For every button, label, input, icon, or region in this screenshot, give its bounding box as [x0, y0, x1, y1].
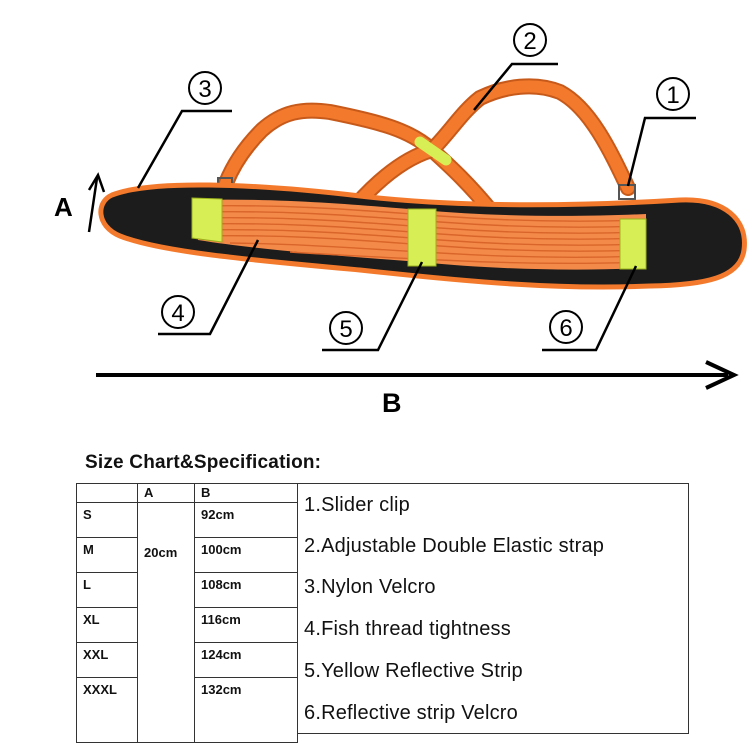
callout-2: 2 — [473, 23, 558, 111]
feature-item: 1.Slider clip — [304, 494, 410, 516]
a-value-cell: 20cm — [137, 502, 195, 743]
dimension-a-label: A — [54, 192, 73, 222]
header-size — [76, 483, 138, 503]
features-box: 1.Slider clip 2.Adjustable Double Elasti… — [297, 483, 689, 734]
feature-item: 3.Nylon Velcro — [304, 576, 436, 598]
callout-1-number: 1 — [666, 82, 679, 109]
product-diagram: A B 1 2 3 4 5 6 — [54, 23, 747, 418]
size-cell: XXXL — [76, 677, 138, 743]
dimension-b-arrow — [96, 360, 739, 390]
dimension-a-arrow — [87, 172, 106, 233]
size-table: A B S 20cm 92cm M 100cm L 108cm XL 116cm… — [76, 483, 298, 743]
feature-item: 6.Reflective strip Velcro — [304, 702, 518, 724]
dimension-b-label: B — [382, 388, 402, 418]
spec-title: Size Chart&Specification: — [85, 452, 322, 473]
table-row: S 20cm 92cm — [76, 502, 298, 743]
table-row: XXXL 132cm — [76, 677, 298, 743]
size-cell: XL — [76, 607, 138, 643]
b-value-cell: 116cm — [194, 607, 298, 643]
size-cell: XXL — [76, 642, 138, 678]
callout-5: 5 — [322, 261, 424, 352]
table-row: XL 116cm — [76, 607, 298, 643]
b-value-cell: 132cm — [194, 677, 298, 743]
b-value-cell: 124cm — [194, 642, 298, 678]
feature-item: 2.Adjustable Double Elastic strap — [304, 535, 605, 557]
size-cell: S — [76, 502, 138, 538]
feature-item: 5.Yellow Reflective Strip — [304, 660, 523, 682]
size-cell: M — [76, 537, 138, 573]
reflective-strip-left — [191, 197, 223, 243]
callout-4: 4 — [158, 239, 260, 336]
table-header-row: A B — [76, 483, 298, 503]
b-value-cell: 108cm — [194, 572, 298, 608]
callout-5-number: 5 — [339, 316, 352, 343]
callout-3-number: 3 — [198, 76, 211, 103]
size-cell: L — [76, 572, 138, 608]
callout-2-number: 2 — [523, 28, 536, 55]
feature-item: 4.Fish thread tightness — [304, 618, 511, 640]
b-value-cell: 92cm — [194, 502, 298, 538]
table-row: XXL 124cm — [76, 642, 298, 678]
reflective-strip-center — [407, 208, 437, 267]
callout-3: 3 — [136, 71, 232, 189]
b-value-cell: 100cm — [194, 537, 298, 573]
reflective-strip-velcro — [619, 218, 647, 270]
mesh-lines — [197, 204, 647, 265]
table-row: M 100cm — [76, 537, 298, 573]
callout-4-number: 4 — [171, 300, 184, 327]
header-b: B — [194, 483, 298, 503]
table-row: L 108cm — [76, 572, 298, 608]
header-a: A — [137, 483, 195, 503]
callout-6: 6 — [542, 265, 638, 352]
callout-1: 1 — [626, 77, 696, 187]
callout-6-number: 6 — [559, 315, 572, 342]
